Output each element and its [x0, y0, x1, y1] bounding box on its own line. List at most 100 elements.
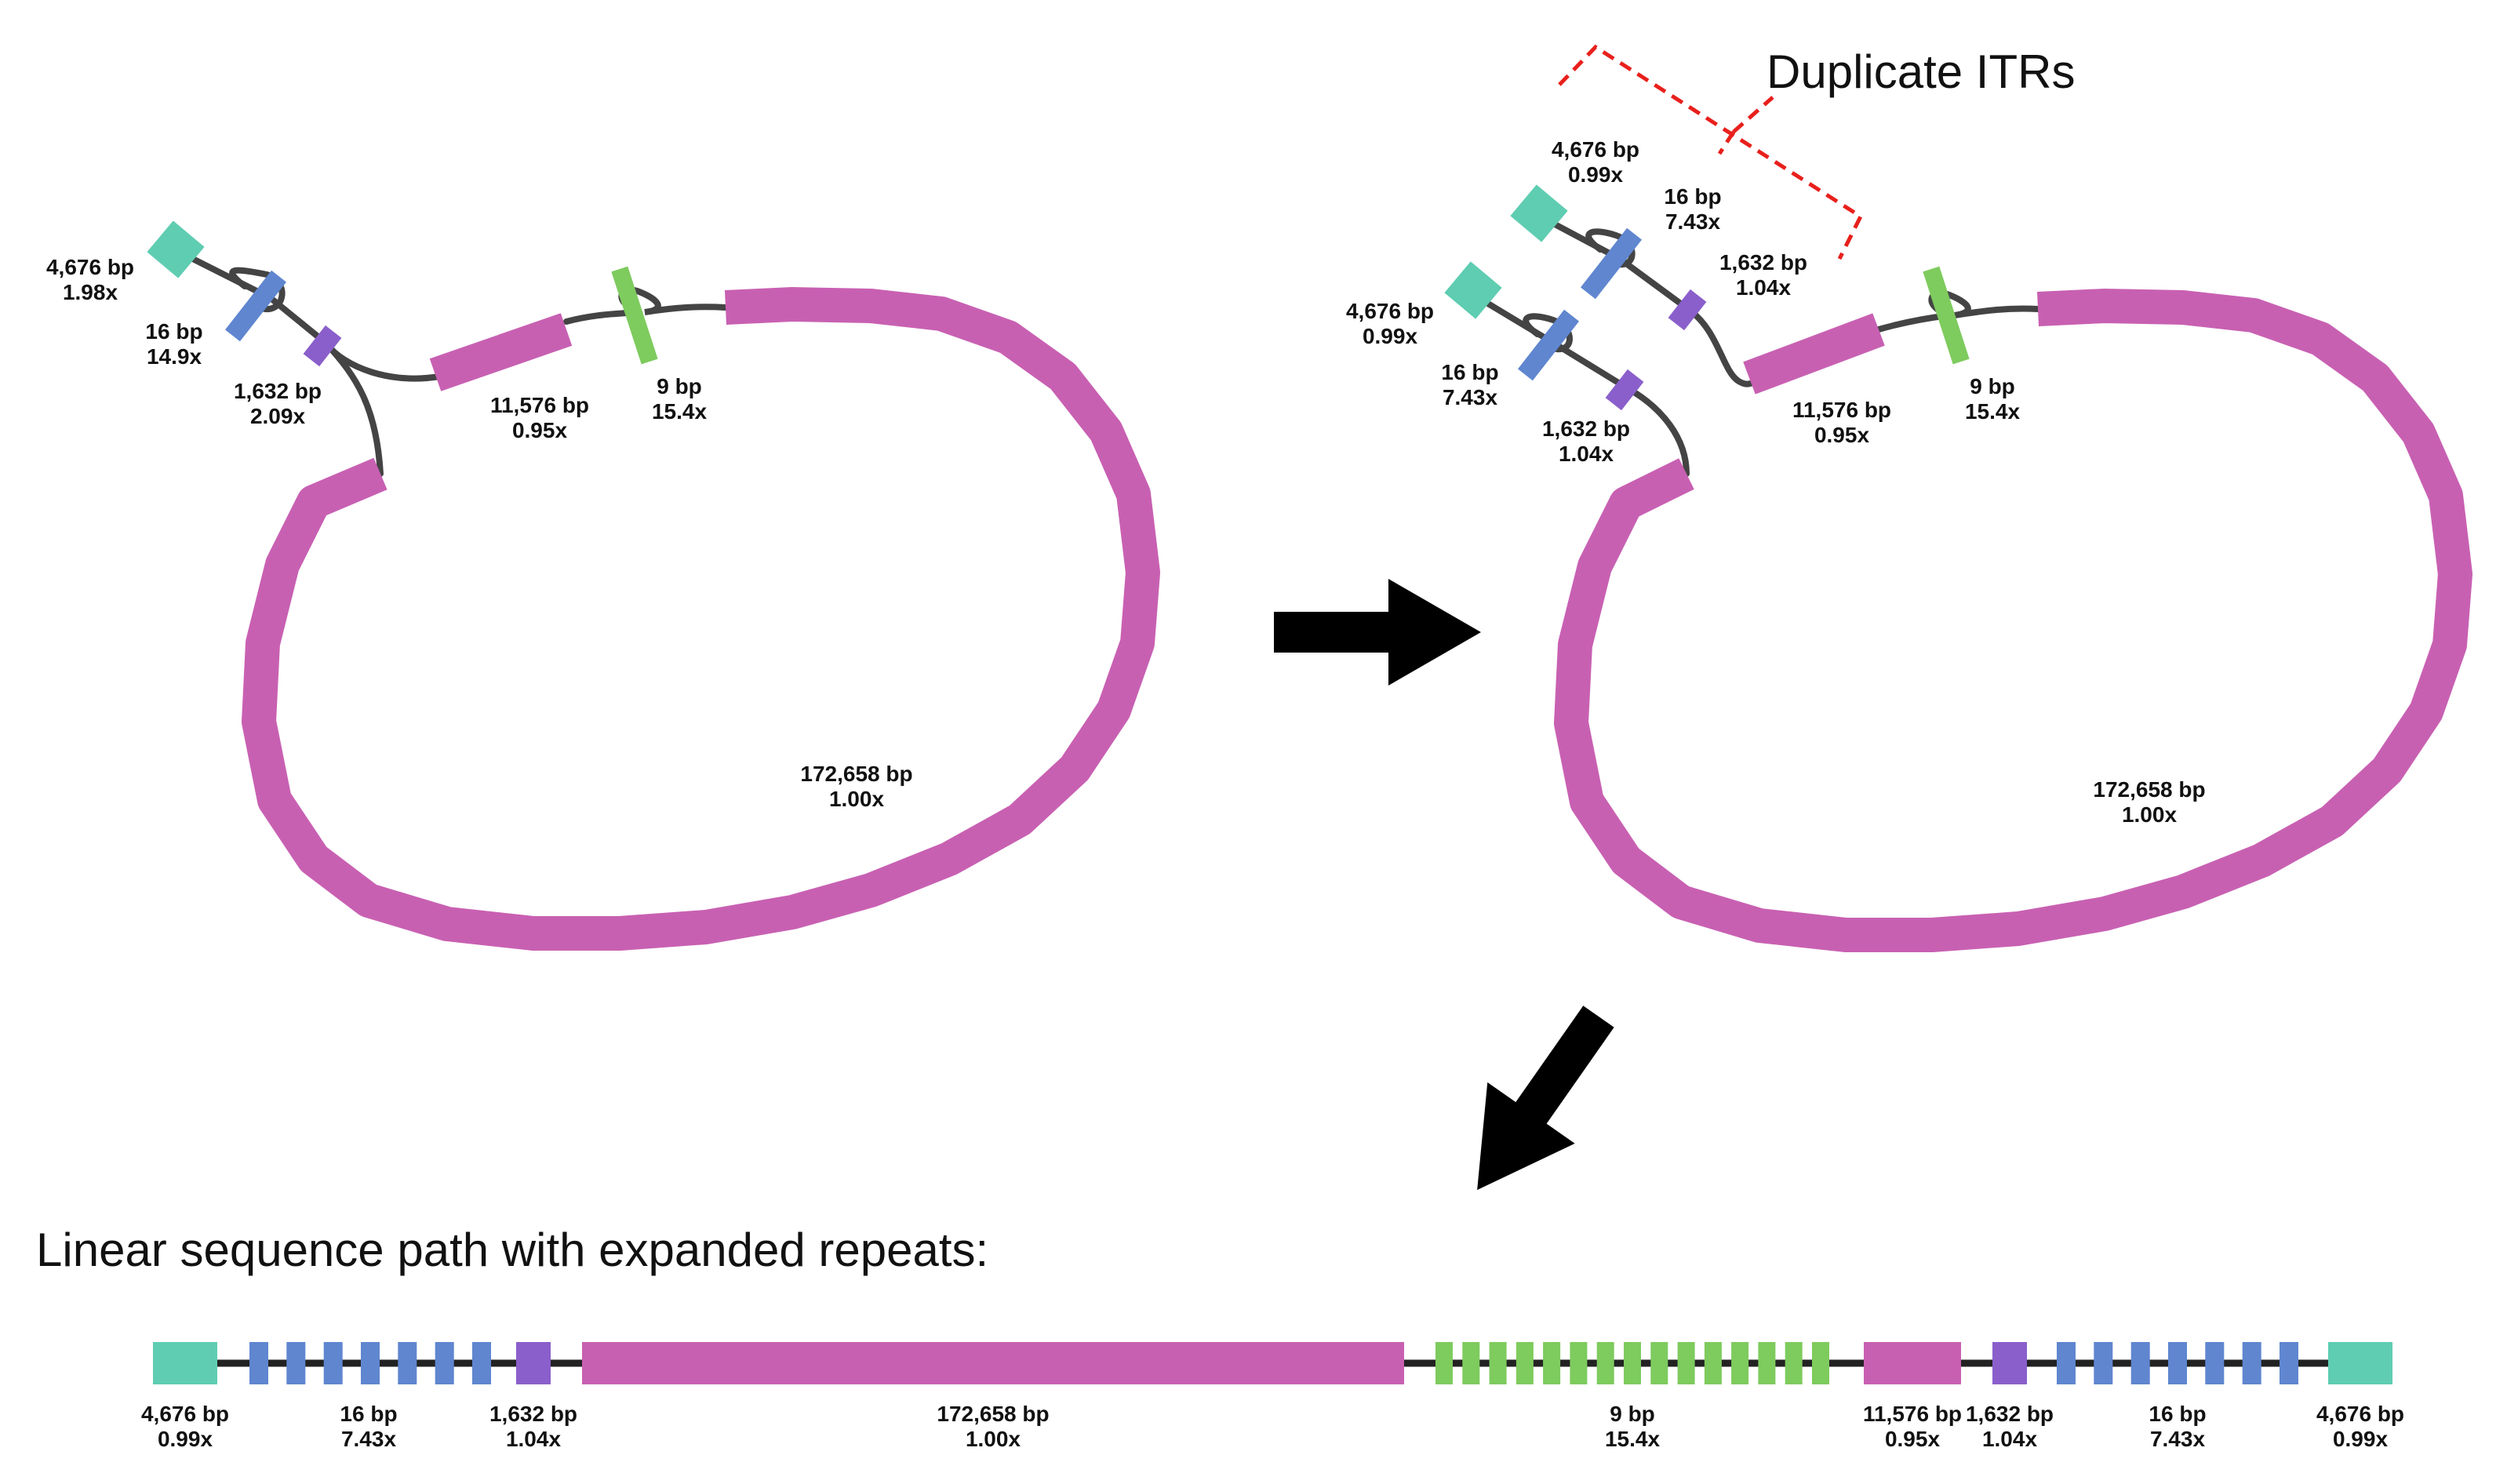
left-assembly-graph: 4,676 bp 1.98x 16 bp 14.9x 1,632 bp 2.09…	[46, 220, 1160, 951]
contig-16-bp	[224, 270, 287, 342]
label-purple-a: 1,632 bp 1.04x	[1719, 250, 1807, 300]
repeat-block	[2242, 1342, 2261, 1384]
bp-label: 16 bp	[2149, 1402, 2206, 1426]
contig-16-bp-copy-b	[1517, 309, 1580, 381]
repeat-block	[1624, 1342, 1641, 1384]
contig-11576-bp	[429, 313, 573, 391]
duplicate-itrs-bracket	[1558, 44, 1864, 260]
label-purple-b: 1,632 bp 1.04x	[1542, 416, 1630, 466]
label-teal-b: 4,676 bp 0.99x	[1346, 299, 1434, 348]
bp-label: 4,676 bp	[1552, 137, 1639, 162]
coverage-label: 0.99x	[1568, 162, 1623, 187]
label-mag-small: 11,576 bp 0.95x	[1792, 398, 1891, 447]
coverage-label: 7.43x	[2150, 1427, 2205, 1451]
repeat-block	[1515, 1342, 1534, 1384]
bp-label: 4,676 bp	[46, 255, 134, 279]
bp-label: 4,676 bp	[1346, 299, 1434, 323]
coverage-label: 0.95x	[1814, 423, 1869, 447]
segment-block	[1864, 1342, 1961, 1384]
repeat-block	[2280, 1342, 2298, 1384]
contig-1632-bp	[303, 325, 342, 367]
coverage-label: 0.99x	[2333, 1427, 2388, 1451]
repeat-block	[1462, 1342, 1480, 1384]
repeat-block	[1489, 1342, 1507, 1384]
segment-block	[1992, 1342, 2027, 1384]
label-blue-b: 16 bp 7.43x	[1441, 360, 1498, 409]
repeat-block	[249, 1342, 268, 1384]
contig-9-bp	[611, 266, 658, 365]
bp-label: 1,632 bp	[1719, 250, 1807, 275]
coverage-label: 1.04x	[506, 1427, 561, 1451]
bp-label: 11,576 bp	[1792, 398, 1891, 422]
coverage-label: 1.04x	[1736, 275, 1791, 300]
contig-1632-bp-copy-a	[1668, 289, 1707, 331]
repeat-block	[1704, 1342, 1722, 1384]
contig-9-bp	[1923, 266, 1970, 365]
segment-block	[153, 1342, 217, 1384]
coverage-label: 0.99x	[158, 1427, 213, 1451]
label-mag-small: 11,576 bp 0.95x	[490, 393, 589, 442]
linear-blocks	[153, 1342, 2392, 1384]
label-teal-a: 4,676 bp 0.99x	[1552, 137, 1639, 187]
repeat-block	[1570, 1342, 1588, 1384]
contig-4676-bp	[147, 220, 205, 278]
bp-label: 1,632 bp	[1966, 1402, 2054, 1426]
edge	[1554, 342, 1629, 391]
bp-label: 4,676 bp	[2316, 1402, 2404, 1426]
repeat-block	[1650, 1342, 1668, 1384]
contig-11576-bp	[1743, 313, 1885, 395]
repeat-block	[2168, 1342, 2187, 1384]
bp-label: 172,658 bp	[2093, 777, 2205, 802]
down-left-arrow-icon	[1477, 1006, 1614, 1191]
contig-172658-bp	[1554, 289, 2472, 952]
edge	[1617, 256, 1691, 312]
bp-label: 172,658 bp	[937, 1402, 1049, 1426]
repeat-block	[1435, 1342, 1453, 1384]
coverage-label: 1.04x	[1982, 1427, 2037, 1451]
repeat-block	[2094, 1342, 2113, 1384]
bp-label: 9 bp	[657, 374, 702, 398]
contig-4676-bp-copy-b	[1444, 261, 1502, 319]
bp-label: 16 bp	[340, 1402, 397, 1426]
bp-label: 4,676 bp	[141, 1402, 229, 1426]
coverage-label: 0.95x	[1885, 1427, 1940, 1451]
label-teal: 4,676 bp 1.98x	[46, 255, 134, 304]
repeat-block	[1785, 1342, 1803, 1384]
segment-block	[2328, 1342, 2392, 1384]
edge	[1623, 384, 1690, 477]
bp-label: 9 bp	[1970, 374, 2015, 398]
bp-label: 11,576 bp	[1863, 1402, 1962, 1426]
label-blue-a: 16 bp 7.43x	[1664, 184, 1721, 234]
edge	[177, 249, 274, 301]
repeat-block	[472, 1342, 491, 1384]
coverage-label: 15.4x	[652, 399, 707, 424]
contig-1632-bp-copy-b	[1605, 369, 1644, 411]
segment-block	[582, 1342, 1404, 1384]
bp-label: 11,576 bp	[490, 393, 589, 417]
coverage-label: 1.00x	[966, 1427, 1021, 1451]
coverage-label: 1.00x	[829, 787, 884, 811]
contig-172658-bp	[242, 287, 1160, 951]
coverage-label: 15.4x	[1605, 1427, 1660, 1451]
label-mag-big: 172,658 bp 1.00x	[800, 762, 912, 811]
contig-4676-bp-copy-a	[1510, 184, 1568, 242]
label-green: 9 bp 15.4x	[652, 374, 707, 424]
repeat-block	[2057, 1342, 2076, 1384]
edge	[1685, 306, 1760, 387]
bp-label: 1,632 bp	[234, 379, 322, 403]
coverage-label: 2.09x	[250, 404, 305, 428]
bp-label: 16 bp	[1441, 360, 1498, 384]
repeat-block	[286, 1342, 306, 1384]
bp-label: 1,632 bp	[489, 1402, 577, 1426]
coverage-label: 15.4x	[1965, 399, 2020, 424]
edge	[1928, 289, 2041, 318]
repeat-block	[435, 1342, 454, 1384]
edge	[267, 295, 329, 346]
coverage-label: 1.00x	[2122, 802, 2177, 827]
right-arrow-icon	[1274, 579, 1481, 686]
bp-label: 1,632 bp	[1542, 416, 1630, 441]
coverage-label: 14.9x	[147, 344, 202, 369]
repeat-block	[1731, 1342, 1749, 1384]
bp-label: 16 bp	[1664, 184, 1721, 209]
